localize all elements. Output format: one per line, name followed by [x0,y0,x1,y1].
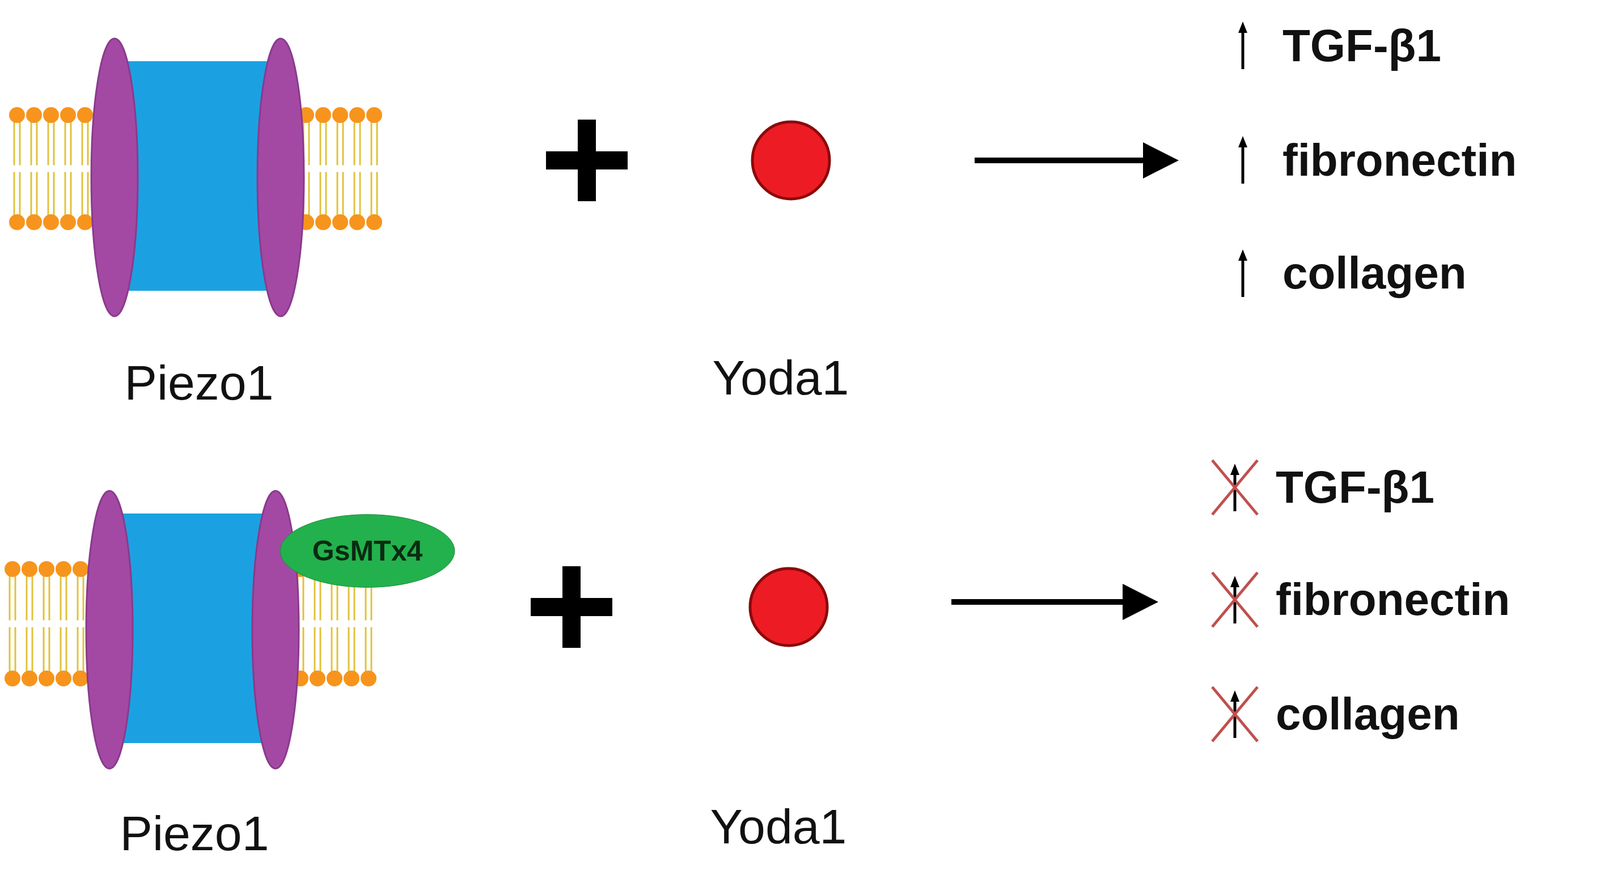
outcome-label: fibronectin [1282,137,1517,184]
plus-sign [545,119,628,202]
outcome-label: TGF-β1 [1282,23,1442,69]
node-text: Piezo1 [124,354,274,412]
yoda1-molecule [752,121,830,200]
channel-pore [114,61,281,291]
piezo1-channel [86,490,299,769]
outcome-label: collagen [1282,250,1467,296]
channel-subunit [257,38,304,317]
result-arrow [974,142,1179,179]
compound-label: Yoda1 [705,796,852,858]
gsmtx4-inhibitor: GsMTx4 [278,513,457,590]
channel-label: Piezo1 [115,803,274,865]
outcome-label: TGF-β1 [1275,464,1435,511]
outcome-label: fibronectin [1275,577,1510,623]
channel-subunit [86,490,133,769]
plus-sign [530,566,613,649]
node-text: Piezo1 [120,805,270,862]
node-text: Yoda1 [712,349,850,406]
channel-pore [109,513,276,744]
node-text: Yoda1 [710,798,848,855]
channel-subunit [91,38,138,317]
compound-label: Yoda1 [708,347,854,409]
piezo1-channel [91,38,304,317]
yoda1-molecule [750,568,828,646]
cross-mark [1212,460,1258,742]
result-arrow [951,583,1159,621]
outcome-label: collagen [1275,691,1460,738]
increase-arrow [1238,21,1248,298]
node-text: GsMTx4 [312,534,423,568]
channel-label: Piezo1 [120,352,279,414]
